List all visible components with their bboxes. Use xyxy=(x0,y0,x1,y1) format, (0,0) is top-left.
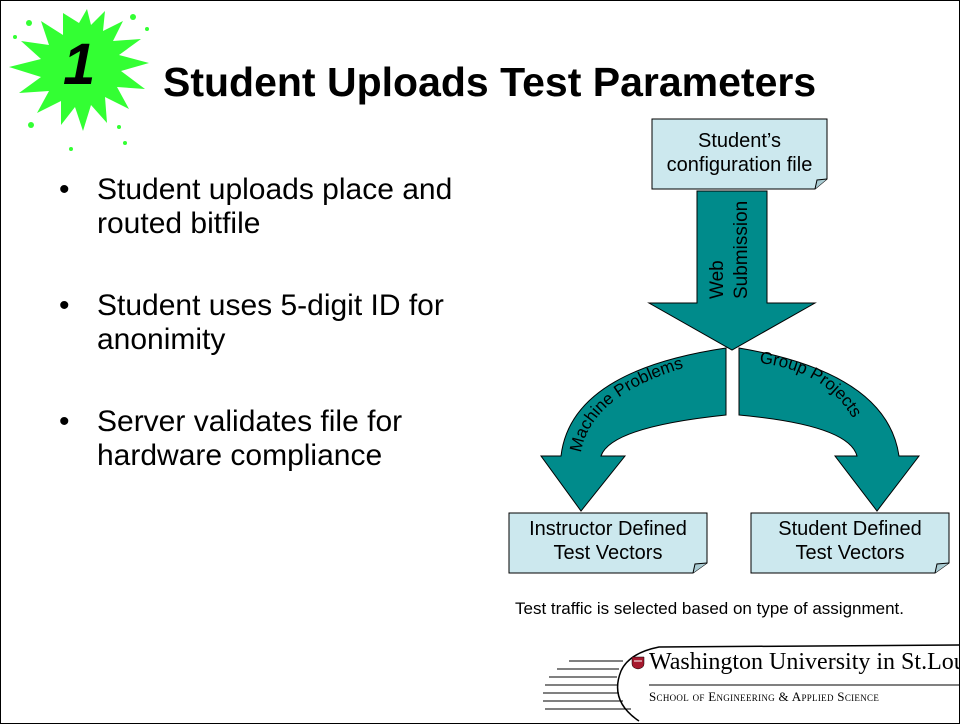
instructor-vectors-line2: Test Vectors xyxy=(553,542,663,564)
university-logo: Washington University in St.Louis School… xyxy=(539,641,960,723)
logo-swoosh xyxy=(543,644,960,722)
instructor-vectors-line1: Instructor Defined xyxy=(529,518,687,540)
machine-problems-arrow xyxy=(540,347,727,512)
slide-number: 1 xyxy=(63,32,96,97)
config-file-line2: configuration file xyxy=(666,154,813,176)
config-file-line1: Student’s xyxy=(697,130,782,152)
group-projects-arrow xyxy=(738,347,921,512)
student-vectors-label: Student Defined Test Vectors xyxy=(751,517,949,565)
web-submission-arrow xyxy=(647,190,817,351)
bullet-item: Server validates file for hardware compl… xyxy=(57,405,517,473)
bullet-item: Student uses 5-digit ID for anonimity xyxy=(57,289,517,357)
university-shield-icon xyxy=(631,656,645,670)
school-name: School of Engineering & Applied Science xyxy=(649,689,880,704)
slide-number-splat: 1 xyxy=(1,1,161,161)
submission-label: Submission xyxy=(731,201,752,299)
student-vectors-line1: Student Defined xyxy=(778,518,922,540)
config-file-label: Student’s configuration file xyxy=(652,129,827,177)
student-vectors-line2: Test Vectors xyxy=(795,542,905,564)
splat-icon xyxy=(9,9,149,151)
university-name: Washington University in St.Louis xyxy=(649,649,960,675)
instructor-vectors-label: Instructor Defined Test Vectors xyxy=(509,517,707,565)
bullet-list: Student uploads place and routed bitfile… xyxy=(57,173,517,521)
slide-title: Student Uploads Test Parameters xyxy=(163,59,817,105)
web-label: Web xyxy=(707,260,728,299)
bullet-item: Student uploads place and routed bitfile xyxy=(57,173,517,241)
diagram-caption: Test traffic is selected based on type o… xyxy=(515,599,905,618)
web-submission-label: Web Submission xyxy=(707,201,752,299)
